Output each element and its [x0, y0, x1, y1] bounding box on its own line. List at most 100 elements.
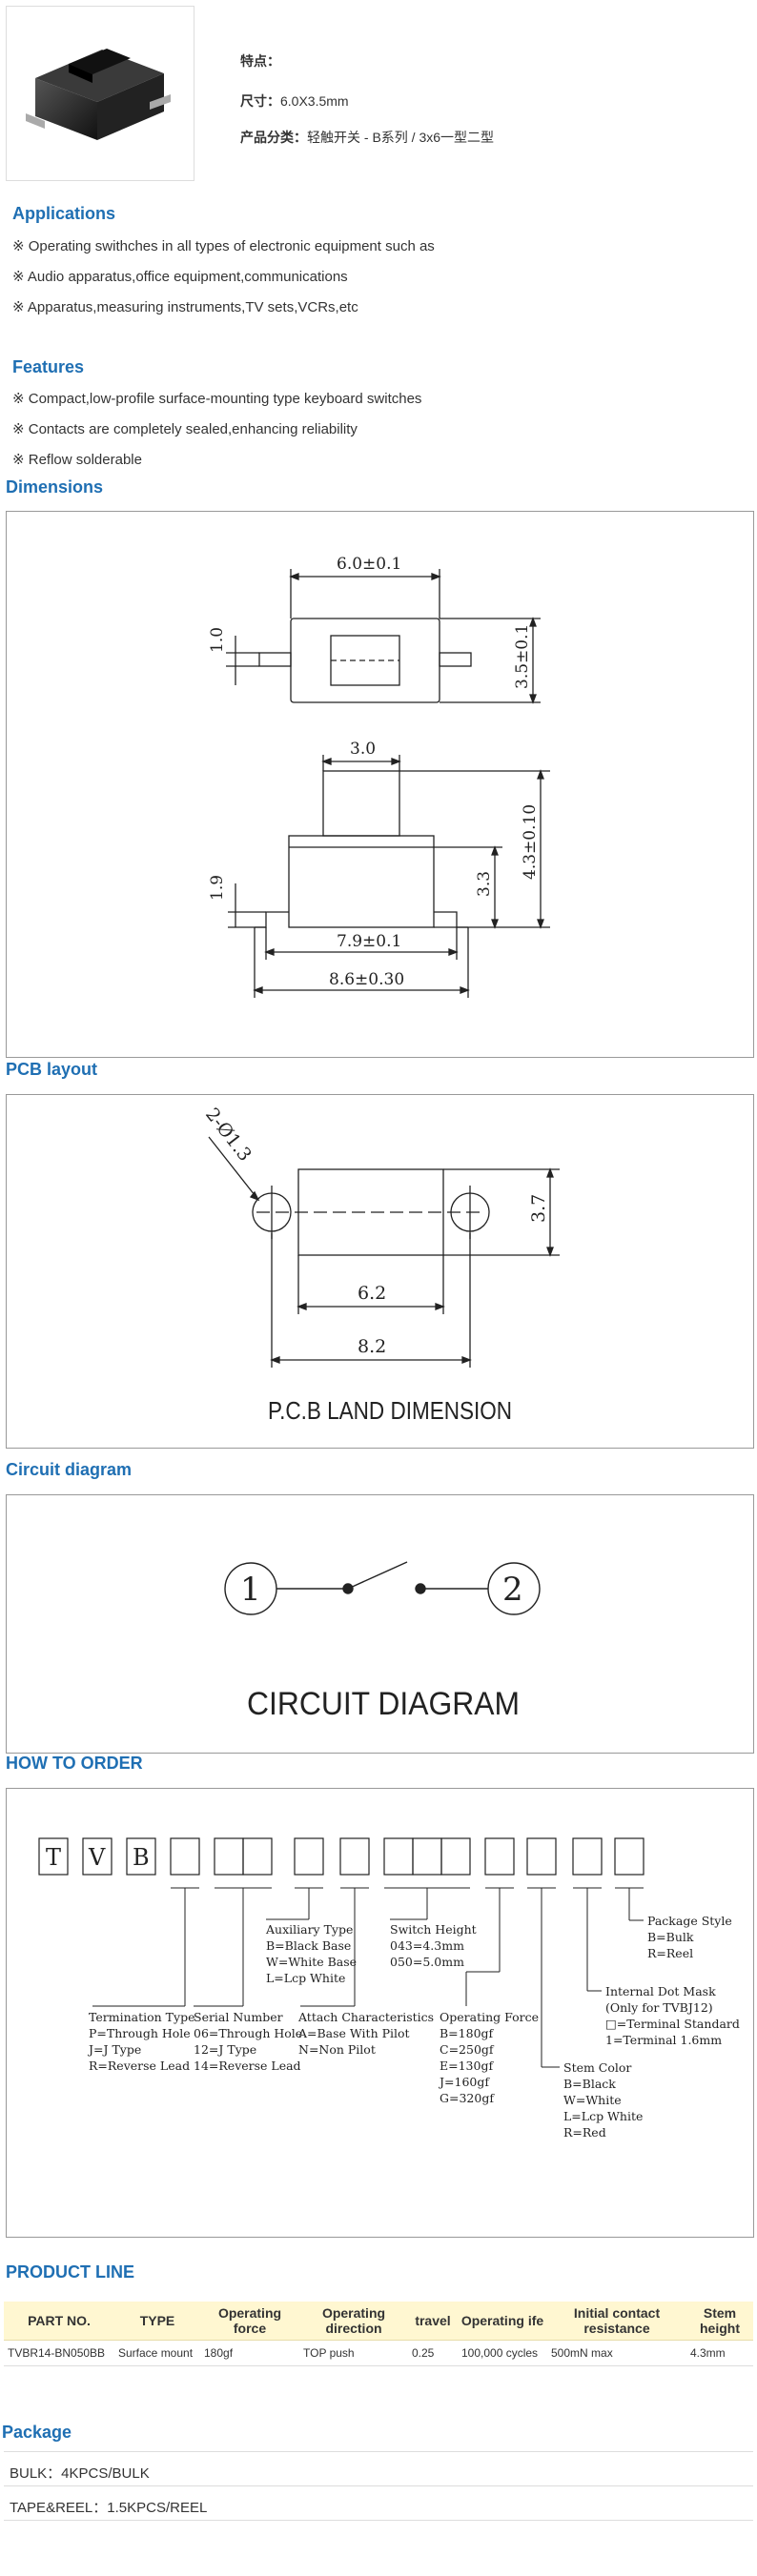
category-line: 产品分类：轻触开关 - B系列 / 3x6一型二型 — [240, 130, 495, 145]
pcb-pitch-label: 3.7 — [528, 1194, 549, 1223]
dim-width-label: 6.0±0.1 — [337, 555, 401, 574]
product-image — [6, 6, 194, 181]
applications-item: ※ Operating swithches in all types of el… — [12, 238, 435, 254]
order-letter: T — [46, 1844, 61, 1871]
svg-text:B=Black: B=Black — [563, 2077, 616, 2091]
dim-left-label: 1.0 — [208, 627, 227, 653]
table-cell: 500mN max — [547, 2340, 686, 2366]
circuit-drawing: 1 2 CIRCUIT DIAGRAM — [6, 1494, 754, 1754]
svg-text:(Only for TVBJ12): (Only for TVBJ12) — [605, 2000, 713, 2015]
svg-text:N=Non Pilot: N=Non Pilot — [298, 2042, 376, 2057]
divider — [4, 2520, 753, 2521]
features-item: ※ Reflow solderable — [12, 452, 142, 468]
dim-foot-label: 7.9±0.1 — [337, 932, 401, 951]
svg-text:R=Reel: R=Reel — [647, 1946, 693, 1960]
svg-text:L=Lcp White: L=Lcp White — [563, 2109, 643, 2123]
attach-title: Attach Characteristics — [297, 2010, 434, 2024]
svg-text:P=Through Hole: P=Through Hole — [89, 2026, 191, 2040]
dim-total-h-label: 4.3±0.10 — [521, 804, 540, 880]
dim-height-label: 3.5±0.1 — [513, 624, 532, 689]
applications-item: ※ Apparatus,measuring instruments,TV set… — [12, 299, 358, 315]
table-cell: 180gf — [200, 2340, 299, 2366]
svg-text:R=Reverse Lead: R=Reverse Lead — [89, 2059, 190, 2073]
circuit-pin-2: 2 — [502, 1571, 523, 1609]
dim-total-w-label: 8.6±0.30 — [329, 970, 404, 989]
pcb-title: PCB layout — [6, 1060, 98, 1079]
package-title: Package — [2, 2423, 72, 2442]
svg-text:12=J Type: 12=J Type — [194, 2042, 256, 2057]
dot-mark-title: Internal Dot Mask — [605, 1984, 716, 1998]
order-letter: B — [133, 1844, 150, 1871]
table-cell: 4.3mm — [686, 2340, 753, 2366]
tact-switch-image — [26, 49, 171, 140]
svg-text:050=5.0mm: 050=5.0mm — [390, 1955, 464, 1969]
order-letter: V — [88, 1844, 106, 1871]
svg-text:043=4.3mm: 043=4.3mm — [390, 1938, 464, 1953]
pcb-drawing: 2-Ø1.3 3.7 6.2 8.2 P.C.B LAND DIMENSION — [6, 1094, 754, 1449]
pcb-inner-label: 6.2 — [358, 1283, 386, 1304]
package-item: BULK：4KPCS/BULK — [10, 2465, 150, 2482]
applications-item: ※ Audio apparatus,office equipment,commu… — [12, 269, 348, 285]
table-cell: Surface mount — [114, 2340, 200, 2366]
table-cell: TVBR14-BN050BB — [4, 2340, 114, 2366]
table-header: Operating ife — [458, 2302, 547, 2341]
features-item: ※ Contacts are completely sealed,enhanci… — [12, 421, 358, 437]
svg-text:1=Terminal 1.6mm: 1=Terminal 1.6mm — [605, 2033, 722, 2047]
svg-text:□=Terminal Standard: □=Terminal Standard — [605, 2017, 740, 2031]
force-title: Operating Force — [440, 2010, 539, 2024]
dimensions-title: Dimensions — [6, 477, 104, 497]
order-title: HOW TO ORDER — [6, 1754, 143, 1773]
table-header: TYPE — [114, 2302, 200, 2341]
svg-text:J=160gf: J=160gf — [438, 2075, 490, 2089]
circuit-title: Circuit diagram — [6, 1460, 133, 1479]
table-header: Operating force — [200, 2302, 299, 2341]
divider — [4, 2451, 753, 2452]
table-cell: 100,000 cycles — [458, 2340, 547, 2366]
table-header-row: PART NO. TYPE Operating force Operating … — [4, 2302, 753, 2341]
pcb-hole-label: 2-Ø1.3 — [201, 1105, 256, 1166]
svg-text:14=Reverse Lead: 14=Reverse Lead — [194, 2059, 301, 2073]
serial-title: Serial Number — [194, 2010, 283, 2024]
dim-leg-label: 1.9 — [208, 875, 227, 901]
order-drawing: T V B Termination Type P=Through Hole J=… — [6, 1788, 754, 2238]
circuit-pin-1: 1 — [240, 1571, 261, 1609]
dim-stem-label: 3.0 — [350, 740, 376, 759]
svg-text:C=250gf: C=250gf — [440, 2042, 495, 2057]
svg-text:B=Black Base: B=Black Base — [266, 1938, 351, 1953]
dim-body-h-label: 3.3 — [475, 871, 494, 897]
table-header: Initial contact resistance — [547, 2302, 686, 2341]
circuit-caption: CIRCUIT DIAGRAM — [247, 1686, 520, 1722]
table-header: travel — [408, 2302, 458, 2341]
svg-text:G=320gf: G=320gf — [440, 2091, 495, 2105]
applications-title: Applications — [12, 204, 116, 223]
table-header: Stem height — [686, 2302, 753, 2341]
table-cell: 0.25 — [408, 2340, 458, 2366]
dimensions-drawing: 6.0±0.1 1.0 3.5±0.1 3.0 1.9 3.3 4.3±0.10… — [6, 511, 754, 1058]
svg-text:R=Red: R=Red — [563, 2125, 606, 2140]
product-line-title: PRODUCT LINE — [6, 2262, 134, 2282]
package-item: TAPE&REEL：1.5KPCS/REEL — [10, 2500, 208, 2516]
svg-text:L=Lcp White: L=Lcp White — [266, 1971, 345, 1985]
pcb-caption: P.C.B LAND DIMENSION — [268, 1396, 512, 1425]
table-header: PART NO. — [4, 2302, 114, 2341]
svg-text:E=130gf: E=130gf — [440, 2059, 494, 2073]
size-line: 尺寸：6.0X3.5mm — [240, 93, 349, 109]
table-row: TVBR14-BN050BB Surface mount 180gf TOP p… — [4, 2340, 753, 2366]
svg-text:06=Through Hole: 06=Through Hole — [194, 2026, 302, 2040]
termination-title: Termination Type — [89, 2010, 194, 2024]
svg-text:J=J Type: J=J Type — [87, 2042, 141, 2057]
table-cell: TOP push — [299, 2340, 408, 2366]
product-line-table: PART NO. TYPE Operating force Operating … — [4, 2302, 753, 2366]
auxiliary-title: Auxiliary Type — [265, 1922, 353, 1937]
stem-color-title: Stem Color — [563, 2060, 631, 2075]
svg-text:B=180gf: B=180gf — [440, 2026, 495, 2040]
divider — [4, 2485, 753, 2486]
features-label: 特点： — [240, 53, 280, 69]
features-title: Features — [12, 357, 85, 376]
pcb-outer-label: 8.2 — [358, 1336, 386, 1357]
table-header: Operating direction — [299, 2302, 408, 2341]
package-style-title: Package Style — [647, 1914, 732, 1928]
svg-text:W=White Base: W=White Base — [266, 1955, 357, 1969]
svg-text:W=White: W=White — [563, 2093, 622, 2107]
svg-text:A=Base With Pilot: A=Base With Pilot — [297, 2026, 410, 2040]
